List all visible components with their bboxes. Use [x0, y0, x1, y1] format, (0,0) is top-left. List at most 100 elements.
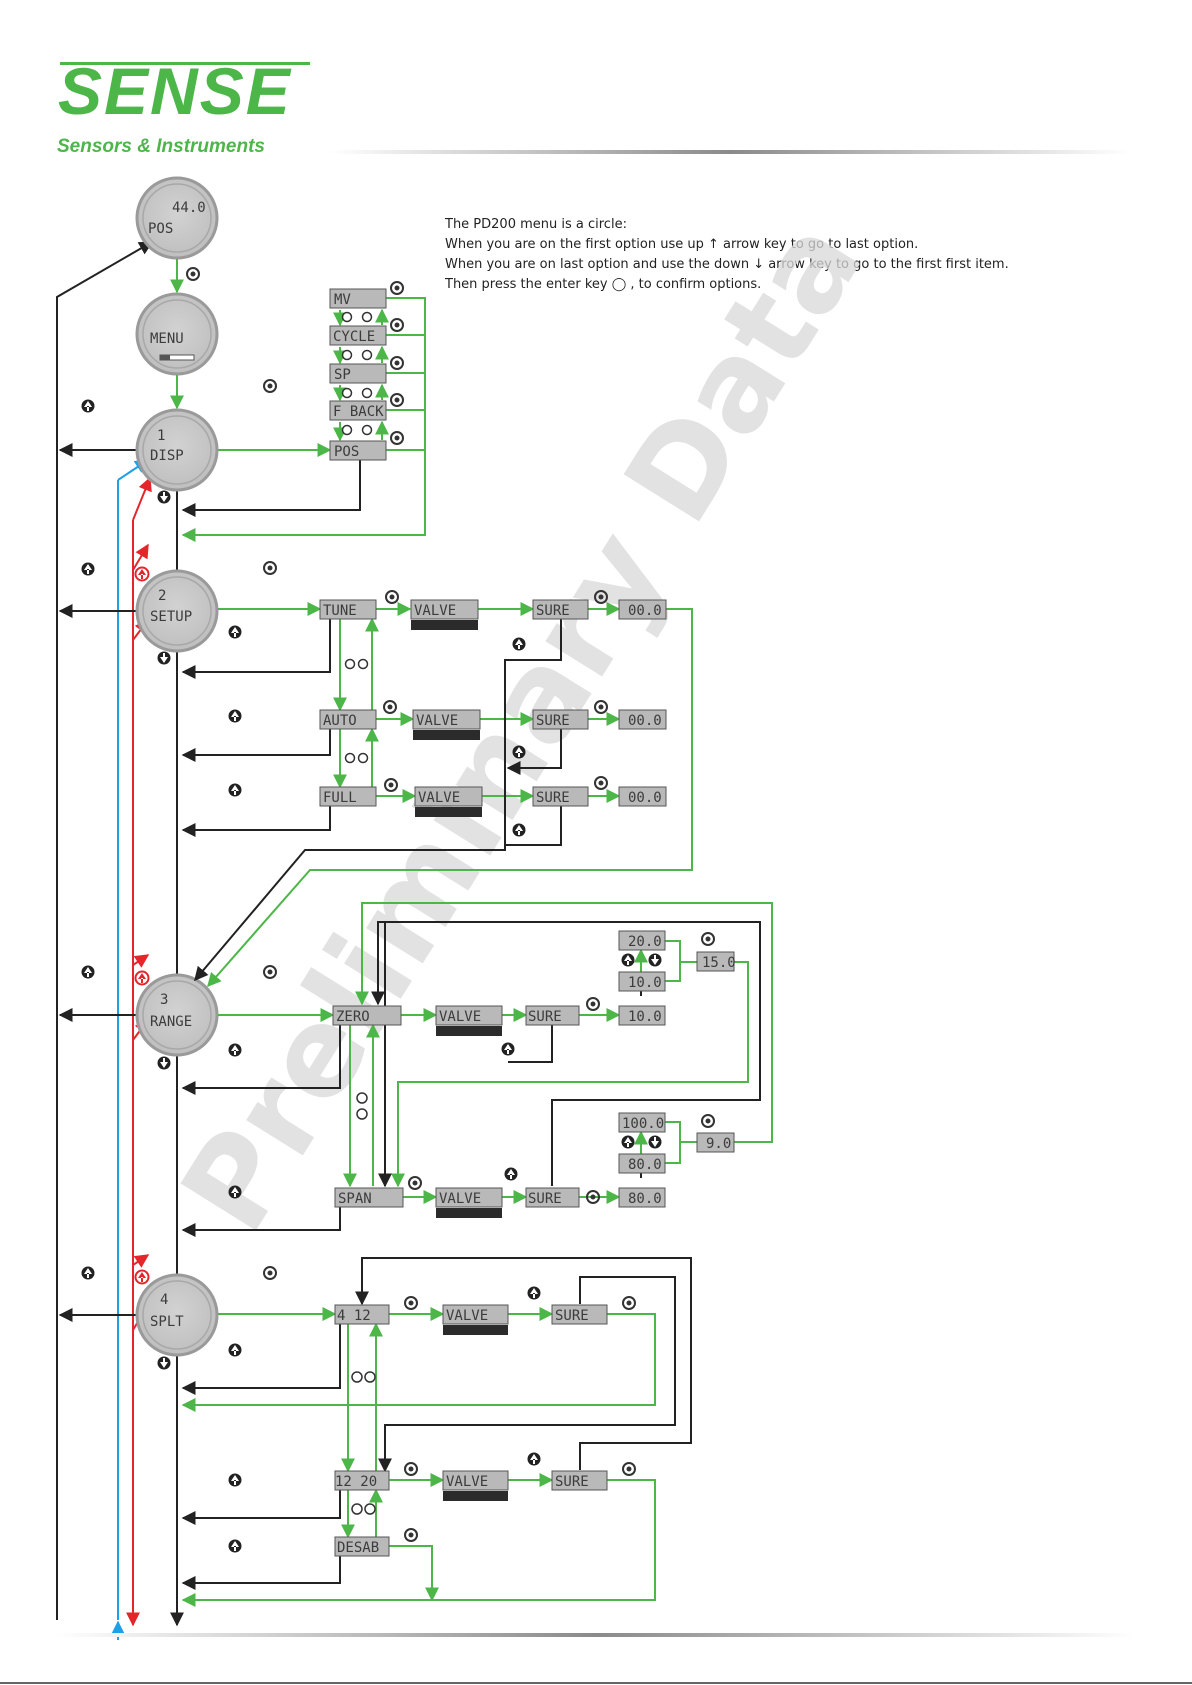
lcd-span-min[interactable]: 80.0: [618, 1153, 666, 1174]
enter-key-icon: [408, 1176, 422, 1190]
enter-key-icon: [383, 700, 397, 714]
svg-text:00.0: 00.0: [628, 603, 662, 619]
instructions-block: The PD200 menu is a circle: When you are…: [444, 217, 1009, 292]
svg-text:15.0: 15.0: [702, 955, 736, 971]
setup-flows: [181, 602, 693, 988]
up-key-icon: [512, 637, 526, 651]
lcd-desab[interactable]: DESAB: [334, 1536, 390, 1557]
lcd-sure-4-12[interactable]: SURE: [551, 1304, 608, 1325]
enter-key-icon: [384, 778, 398, 792]
enter-key-icon: [390, 281, 404, 295]
up-key-icon: [228, 1185, 242, 1199]
key-icons: [81, 267, 715, 1553]
dial-splt[interactable]: 4 SPLT: [135, 1273, 219, 1357]
up-key-icon: [81, 562, 95, 576]
lcd-pos[interactable]: POS: [329, 440, 387, 461]
lcd-span[interactable]: SPAN: [334, 1187, 404, 1208]
svg-text:FULL: FULL: [323, 790, 357, 806]
up-key-icon: [228, 709, 242, 723]
svg-text:9.0: 9.0: [706, 1136, 731, 1152]
lcd-full[interactable]: FULL: [319, 786, 377, 807]
enter-key-icon: [263, 965, 277, 979]
lcd-valve-tune[interactable]: VALVE: [410, 599, 479, 630]
lcd-sure-full[interactable]: SURE: [532, 786, 589, 807]
up-key-icon: [81, 399, 95, 413]
dial-setup[interactable]: 2 SETUP: [135, 569, 219, 653]
lcd-sure-12-20[interactable]: SURE: [551, 1470, 608, 1491]
enter-key-icon: [404, 1528, 418, 1542]
lcd-value-auto[interactable]: 00.0: [618, 709, 667, 730]
dial-menu-label: MENU: [150, 331, 184, 347]
svg-text:10.0: 10.0: [628, 975, 662, 991]
dial-setup-label: SETUP: [150, 609, 192, 625]
lcd-cycle[interactable]: CYCLE: [329, 325, 387, 346]
range-options: ZERO VALVE SURE 10.0 20.0 10.0 15.0 SPAN…: [332, 930, 736, 1218]
down-key-icon: [648, 1135, 662, 1149]
dial-disp[interactable]: 1 DISP: [135, 408, 219, 492]
up-key-icon: [621, 1135, 635, 1149]
enter-key-icon: [594, 700, 608, 714]
dial-menu[interactable]: MENU: [135, 292, 219, 376]
up-key-icon: [527, 1286, 541, 1300]
up-key-icon: [501, 1042, 515, 1056]
lcd-zero-step[interactable]: 15.0: [696, 951, 736, 972]
lcd-zero[interactable]: ZERO: [332, 1005, 402, 1026]
up-key-icon: [81, 965, 95, 979]
lcd-auto[interactable]: AUTO: [319, 709, 377, 730]
enter-key-icon: [385, 590, 399, 604]
down-key-icon: [648, 953, 662, 967]
lcd-span-value[interactable]: 80.0: [618, 1187, 666, 1208]
lcd-span-max[interactable]: 100.0: [618, 1112, 666, 1133]
lcd-zero-max[interactable]: 20.0: [618, 930, 666, 951]
svg-text:DESAB: DESAB: [337, 1540, 379, 1556]
lcd-sure-zero[interactable]: SURE: [525, 1005, 580, 1026]
enter-key-icon: [390, 356, 404, 370]
lcd-mv[interactable]: MV: [329, 288, 387, 309]
dial-range-label: RANGE: [150, 1014, 192, 1030]
svg-text:4 12: 4 12: [337, 1308, 371, 1324]
svg-text:12 20: 12 20: [335, 1474, 377, 1490]
svg-text:80.0: 80.0: [628, 1157, 662, 1173]
lcd-valve-4-12[interactable]: VALVE: [442, 1304, 509, 1335]
lcd-sure-tune[interactable]: SURE: [532, 599, 589, 620]
lcd-sure-auto[interactable]: SURE: [532, 709, 589, 730]
svg-text:ZERO: ZERO: [336, 1009, 370, 1025]
lcd-span-step[interactable]: 9.0: [696, 1132, 735, 1153]
enter-key-icon: [404, 1462, 418, 1476]
lcd-4-12[interactable]: 4 12: [334, 1304, 390, 1325]
dial-pos[interactable]: 44.0 POS: [135, 176, 219, 260]
svg-text:MV: MV: [334, 292, 351, 308]
svg-text:CYCLE: CYCLE: [333, 329, 375, 345]
lcd-valve-auto[interactable]: VALVE: [412, 709, 481, 740]
up-key-icon: [228, 625, 242, 639]
lcd-value-tune[interactable]: 00.0: [618, 599, 667, 620]
up-key-icon: [512, 745, 526, 759]
lcd-tune[interactable]: TUNE: [319, 599, 377, 620]
sense-logo: SENSE Sensors & Instruments: [57, 54, 310, 157]
lcd-12-20[interactable]: 12 20: [334, 1470, 390, 1491]
lcd-value-full[interactable]: 00.0: [618, 786, 667, 807]
lcd-fback[interactable]: F BACK: [329, 400, 387, 421]
down-key-icon: [157, 651, 171, 665]
lcd-valve-span[interactable]: VALVE: [435, 1187, 503, 1218]
note-line-1: The PD200 menu is a circle:: [444, 217, 627, 232]
lcd-valve-full[interactable]: VALVE: [414, 786, 483, 817]
lcd-zero-min[interactable]: 10.0: [618, 971, 666, 992]
lcd-sure-span[interactable]: SURE: [525, 1187, 580, 1208]
svg-text:100.0: 100.0: [622, 1116, 664, 1132]
svg-text:VALVE: VALVE: [416, 713, 458, 729]
lcd-sp[interactable]: SP: [329, 363, 387, 384]
svg-text:SURE: SURE: [555, 1474, 589, 1490]
svg-text:80.0: 80.0: [628, 1191, 662, 1207]
svg-text:VALVE: VALVE: [439, 1191, 481, 1207]
dial-pos-value: 44.0: [172, 200, 206, 216]
enter-key-icon: [594, 776, 608, 790]
lcd-zero-value[interactable]: 10.0: [618, 1005, 666, 1026]
dial-range[interactable]: 3 RANGE: [135, 973, 219, 1057]
lcd-valve-12-20[interactable]: VALVE: [442, 1470, 509, 1501]
enter-key-icon: [586, 997, 600, 1011]
enter-key-icon: [263, 379, 277, 393]
lcd-valve-zero[interactable]: VALVE: [435, 1005, 503, 1036]
